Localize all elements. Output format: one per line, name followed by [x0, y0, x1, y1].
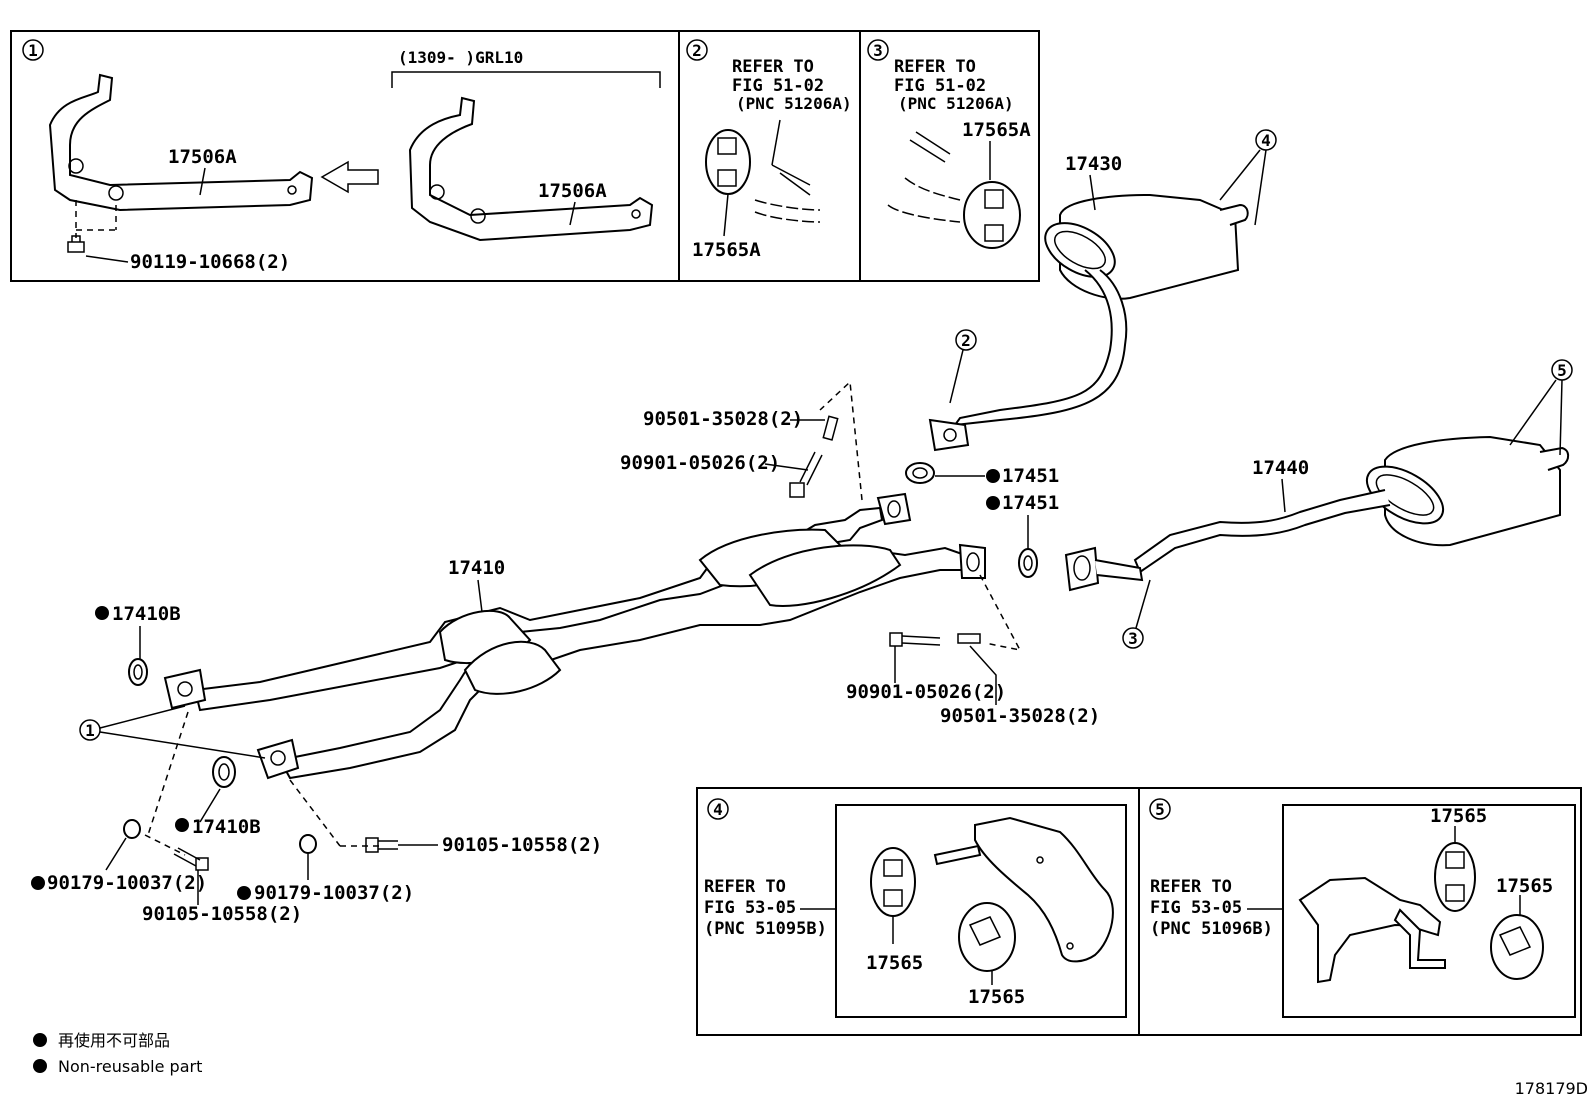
inset-1: 1 (1309- )GRL10 90119-10668(2) 17506A 17… — [22, 39, 661, 273]
inset-1-frame — [10, 30, 680, 282]
inset-2: 2 REFER TO FIG 51-02 (PNC 51206A) 17565A — [686, 39, 852, 261]
callout-2b-number: 2 — [961, 331, 971, 350]
legend-en-text: Non-reusable part — [58, 1057, 202, 1076]
direction-arrow-icon — [320, 160, 379, 194]
part-17565-inset5-a-label: 17565 — [1430, 805, 1487, 827]
inset-5: 5 REFER TO FIG 53-05 (PNC 51096B) 17565 … — [1149, 798, 1576, 1018]
bolt-90901-top-label: 90901-05026(2) — [620, 452, 780, 474]
inset-2-refer-line1: REFER TO — [732, 57, 814, 77]
inset-3-refer-line1: REFER TO — [894, 57, 976, 77]
inset-4-refer-line3: (PNC 51095B) — [704, 919, 827, 939]
non-reusable-dot-90179-left — [31, 876, 45, 890]
inset-5-refer-line1: REFER TO — [1150, 877, 1232, 897]
bracket-17506a-left — [48, 73, 314, 212]
inset-1-range-label: (1309- )GRL10 — [398, 48, 523, 67]
nut-90179-right-label: 90179-10037(2) — [254, 882, 414, 904]
stud-90501-mid-label: 90501-35028(2) — [940, 705, 1100, 727]
callout-4b-number: 4 — [713, 800, 723, 819]
bolt-90901-mid-icon — [889, 632, 941, 647]
bracket-inset4 — [974, 816, 1114, 963]
callout-2b-circle — [955, 329, 977, 351]
callout-1b-circle — [79, 719, 101, 741]
part-17565-inset4-b-label: 17565 — [968, 986, 1025, 1008]
callout-4-number: 4 — [1261, 131, 1271, 150]
part-17440-label: 17440 — [1252, 457, 1309, 479]
bracket-17506a-right — [408, 96, 654, 242]
bolt-90105-left-label: 90105-10558(2) — [142, 903, 302, 925]
bolt-90119-label: 90119-10668(2) — [130, 251, 290, 273]
non-reusable-dot-90179-right — [237, 886, 251, 900]
bolt-90105-right-label: 90105-10558(2) — [442, 834, 602, 856]
callout-3b-number: 3 — [1128, 629, 1138, 648]
callout-3-number: 3 — [873, 41, 883, 60]
bolt-90105-left-icon — [173, 847, 209, 871]
part-17565a-inset2-label: 17565A — [692, 239, 761, 261]
part-17565a-inset3-label: 17565A — [962, 119, 1031, 141]
nut-90179-left-label: 90179-10037(2) — [47, 872, 207, 894]
bolt-90105-right-icon — [365, 837, 398, 853]
inset-3: 3 REFER TO FIG 51-02 (PNC 51206A) 17565A — [867, 39, 1031, 249]
hanger-17565a-inset3 — [963, 181, 1021, 249]
part-17506a-left-label: 17506A — [168, 146, 237, 168]
stud-90501-top-label: 90501-35028(2) — [643, 408, 803, 430]
inset-5-frame — [1138, 787, 1582, 1036]
callout-1-circle — [22, 39, 44, 61]
callout-1b-number: 1 — [85, 721, 95, 740]
callout-3-circle — [867, 39, 889, 61]
part-17565-inset5-b-label: 17565 — [1496, 875, 1553, 897]
legend-dot-jp — [33, 1033, 47, 1047]
gasket-17451-upper — [905, 462, 935, 484]
non-reusable-dot-17410b-b — [175, 818, 189, 832]
hanger-17565a-inset2 — [705, 129, 751, 195]
part-17410b-b-label: 17410B — [192, 816, 261, 838]
stud-90501-mid-icon — [957, 633, 981, 644]
nut-90179-right-icon — [299, 834, 317, 854]
inset-2-refer-line3: (PNC 51206A) — [736, 94, 852, 113]
non-reusable-dot-17451b — [986, 496, 1000, 510]
inset-4-refer-line1: REFER TO — [704, 877, 786, 897]
callout-2-circle — [686, 39, 708, 61]
hanger-17565-inset4-b — [958, 902, 1016, 972]
callout-4b-circle — [707, 798, 729, 820]
front-muffler-17430 — [928, 193, 1249, 452]
inset-5-refer-line2: FIG 53-05 — [1150, 898, 1242, 918]
bolt-90901-mid-label: 90901-05026(2) — [846, 681, 1006, 703]
non-reusable-dot-17451a — [986, 469, 1000, 483]
part-17410b-a-label: 17410B — [112, 603, 181, 625]
part-17451b-label: 17451 — [1002, 492, 1059, 514]
callout-1-number: 1 — [28, 41, 38, 60]
bolt-90119-icon — [67, 235, 85, 253]
figure-id: 178179D — [1515, 1079, 1588, 1098]
inset-2-refer-line2: FIG 51-02 — [732, 76, 824, 96]
part-17410-label: 17410 — [448, 557, 505, 579]
bolt-90901-top-icon — [789, 451, 823, 498]
gasket-17451-lower — [1018, 548, 1038, 578]
callout-5b-circle — [1149, 798, 1171, 820]
gasket-17410b-b — [212, 756, 236, 788]
part-17430-label: 17430 — [1065, 153, 1122, 175]
inset-3-refer-line2: FIG 51-02 — [894, 76, 986, 96]
gasket-17410b-a — [128, 658, 148, 686]
inset-4-refer-line2: FIG 53-05 — [704, 898, 796, 918]
inset-4: 4 REFER TO FIG 53-05 (PNC 51095B) 17565 … — [704, 798, 1127, 1018]
non-reusable-dot-17410b-a — [95, 606, 109, 620]
part-17506a-right-label: 17506A — [538, 180, 607, 202]
part-17451a-label: 17451 — [1002, 465, 1059, 487]
callout-5b-number: 5 — [1155, 800, 1165, 819]
inset-2-3-frame — [678, 30, 1040, 282]
rear-muffler-17440 — [1064, 435, 1570, 592]
front-pipe-17410 — [163, 492, 986, 780]
nut-90179-left-icon — [123, 819, 141, 839]
inset-3-refer-line3: (PNC 51206A) — [898, 94, 1014, 113]
legend-dot-en — [33, 1059, 47, 1073]
part-17565-inset4-a-label: 17565 — [866, 952, 923, 974]
hanger-17565-inset5-b — [1490, 914, 1544, 980]
stud-90501-top-icon — [822, 415, 839, 441]
callout-5-number: 5 — [1557, 361, 1567, 380]
callout-3b-circle — [1122, 627, 1144, 649]
legend-jp-text: 再使用不可部品 — [58, 1031, 170, 1050]
callout-2-number: 2 — [692, 41, 702, 60]
inset-5-refer-line3: (PNC 51096B) — [1150, 919, 1273, 939]
